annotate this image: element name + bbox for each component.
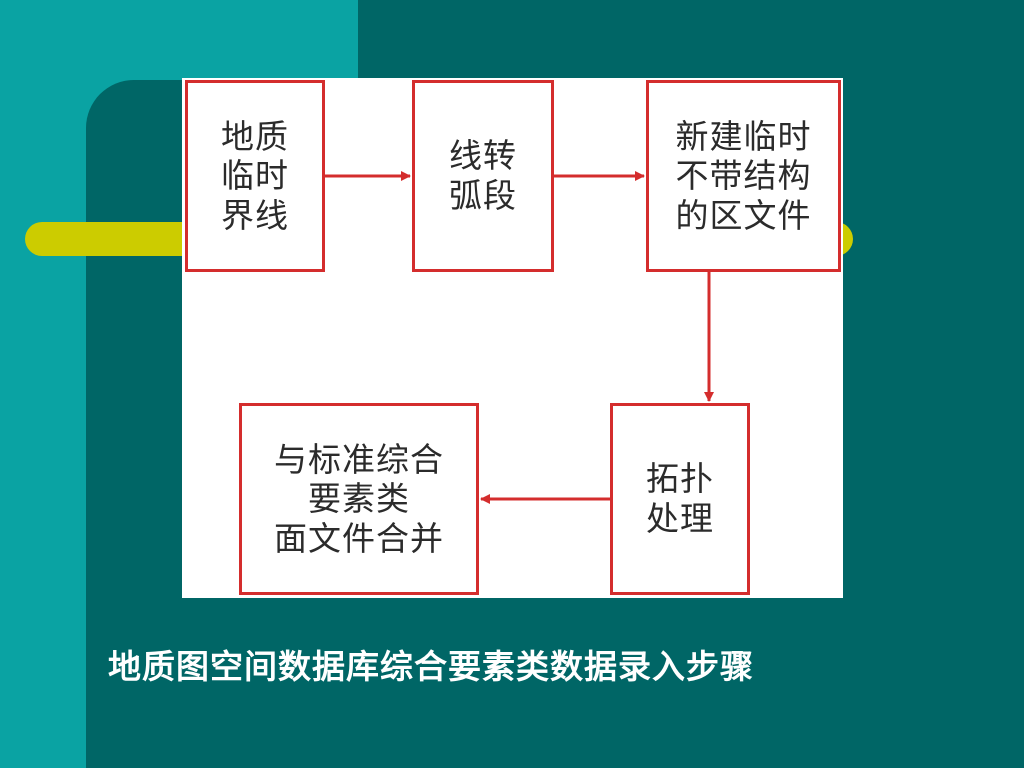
node-line: 与标准综合 [274,439,444,479]
node-geologic-temp-boundary: 地质 临时 界线 [185,80,325,272]
node-line-to-arc: 线转 弧段 [412,80,554,272]
flow-arrows [325,171,714,504]
node-topology-processing: 拓扑 处理 [610,403,750,595]
node-line: 弧段 [449,176,517,215]
node-line: 临时 [221,156,289,196]
node-line: 新建临时 [675,116,812,156]
node-line: 处理 [646,499,714,538]
node-line: 界线 [221,195,289,235]
node-line: 地质 [221,116,289,156]
flow-diagram: 地质 临时 界线 线转 弧段 新建临时 不带结构 的区文件 拓扑 处理 与标准综… [182,78,843,598]
slide-caption: 地质图空间数据库综合要素类数据录入步骤 [108,647,754,686]
node-new-temp-region-file: 新建临时 不带结构 的区文件 [646,80,841,272]
node-line: 拓扑 [646,459,714,499]
background-dark-strip [358,0,1024,80]
node-line: 的区文件 [675,195,812,235]
node-line: 线转 [449,136,517,176]
node-merge-standard-polygon-file: 与标准综合 要素类 面文件合并 [239,403,479,595]
node-line: 不带结构 [675,156,812,196]
node-line: 要素类 [308,479,410,519]
node-line: 面文件合并 [274,518,444,558]
